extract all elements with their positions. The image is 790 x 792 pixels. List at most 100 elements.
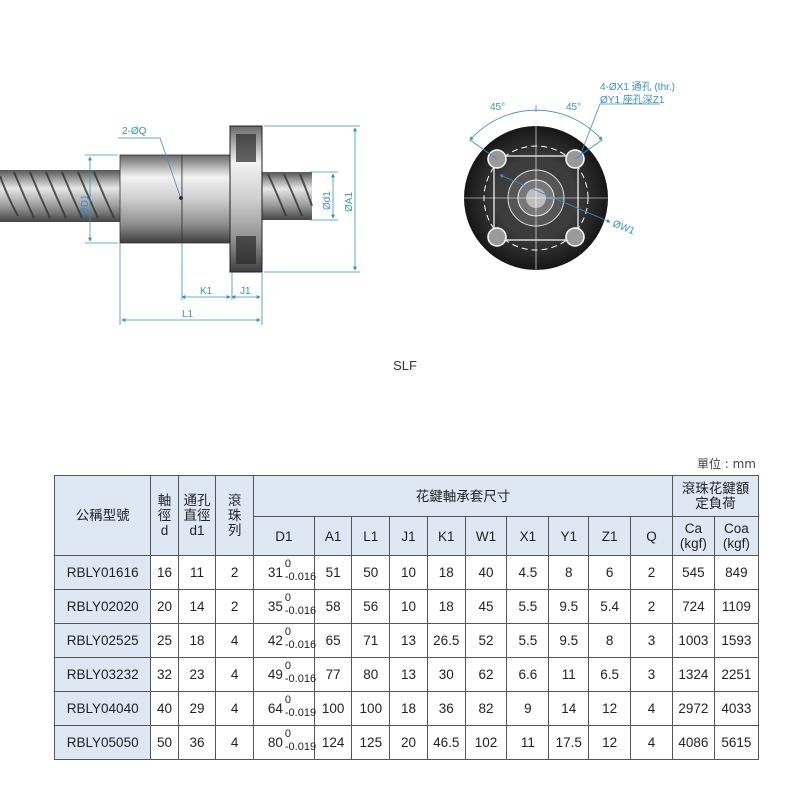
cell-J1: 20 (389, 725, 428, 760)
cell-d: 50 (150, 725, 179, 760)
label-k1: K1 (200, 286, 213, 297)
cell-Ca: 4086 (671, 725, 715, 760)
cell-Y1: 17.5 (548, 725, 590, 760)
tolerance-value: 35 0 -0.016 (268, 592, 316, 617)
cell-Y1: 9.5 (548, 589, 590, 624)
front-dimensions (469, 103, 660, 223)
cell-A1: 65 (313, 623, 353, 658)
cell-D1: 42 0 -0.016 (253, 623, 316, 658)
tolerance-upper: 0 (284, 728, 292, 740)
front-dimension-labels: 45° 45° 4-ØX1 通孔 (thr.) ØY1 座孔深Z1 ØW1 (490, 81, 675, 237)
cell-rows: 2 (215, 555, 255, 590)
cell-J1: 10 (389, 589, 428, 624)
cell-Z1: 6.5 (588, 657, 632, 692)
header-shaft-label: 軸徑 (157, 493, 172, 523)
spline-nut-body (119, 125, 263, 273)
header-shaft-symbol: d (160, 523, 169, 538)
header-col-y1: Y1 (548, 516, 590, 556)
cell-Ca: 1003 (671, 623, 715, 658)
header-through-symbol: d1 (189, 523, 205, 538)
cell-rows: 4 (215, 691, 255, 726)
cell-Coa: 849 (713, 555, 760, 590)
header-through-label: 通孔直徑 (183, 493, 211, 523)
cell-Q: 3 (630, 657, 673, 692)
tolerance-lower: -0.019 (284, 741, 317, 753)
tolerance-lower: -0.016 (284, 673, 317, 685)
header-nut-group: 花鍵軸承套尺寸 (253, 475, 673, 517)
label-angle-left: 45° (490, 102, 505, 113)
cell-W1: 40 (464, 555, 508, 590)
cell-Q: 4 (630, 691, 673, 726)
cell-Y1: 11 (548, 657, 590, 692)
cell-Coa: 1593 (713, 623, 760, 658)
label-l1: L1 (182, 309, 194, 320)
side-dimensions (85, 125, 360, 325)
cell-L1: 125 (351, 725, 391, 760)
label-od1-small: Ød1 (322, 191, 333, 210)
cell-rows: 4 (215, 657, 255, 692)
tolerance-value: 42 0 -0.016 (268, 626, 316, 651)
cell-Q: 3 (630, 623, 673, 658)
label-od1-big: ØD1 (80, 194, 91, 215)
cell-model: RBLY02525 (53, 623, 152, 658)
header-col-w1: W1 (464, 516, 508, 556)
cell-Y1: 14 (548, 691, 590, 726)
cell-d: 32 (150, 657, 179, 692)
cell-L1: 50 (351, 555, 391, 590)
tolerance-upper: 0 (284, 660, 292, 672)
cell-Z1: 12 (588, 691, 632, 726)
table-row: RBLY03232 32 23 4 49 0 -0.016 77 80 13 3… (53, 657, 760, 692)
tolerance-lower: -0.016 (284, 639, 317, 651)
cell-A1: 124 (313, 725, 353, 760)
header-ca-label: Ca (684, 521, 703, 536)
cell-L1: 56 (351, 589, 391, 624)
cell-d1: 18 (177, 623, 217, 658)
cell-Z1: 6 (588, 555, 632, 590)
cell-J1: 13 (389, 623, 428, 658)
cell-D1: 80 0 -0.019 (253, 725, 317, 760)
table-row: RBLY05050 50 36 4 80 0 -0.019 124 125 20… (53, 725, 760, 760)
unit-note: 單位 : mm (696, 457, 756, 471)
drawing-caption: SLF (393, 358, 417, 373)
header-model: 公稱型號 (53, 475, 152, 556)
cell-W1: 45 (464, 589, 508, 624)
label-w1: ØW1 (611, 219, 637, 238)
cell-d1: 36 (177, 725, 217, 760)
cell-Coa: 1109 (713, 589, 760, 624)
cell-X1: 4.5 (506, 555, 550, 590)
cell-X1: 11 (506, 725, 550, 760)
cell-L1: 80 (351, 657, 391, 692)
cell-Y1: 8 (548, 555, 590, 590)
cell-L1: 71 (351, 623, 391, 658)
label-j1: J1 (240, 286, 251, 297)
technical-drawing: 2-ØQ K1 J1 L1 ØD1 Ød1 ØA1 45° 45° 4-ØX1 … (0, 81, 675, 325)
table-row: RBLY01616 16 11 2 31 0 -0.016 51 50 10 1… (53, 555, 760, 590)
tolerance-lower: -0.016 (284, 605, 317, 617)
cell-Coa: 4033 (713, 691, 760, 726)
cell-W1: 52 (464, 623, 508, 658)
cell-X1: 6.6 (506, 657, 550, 692)
cell-D1: 35 0 -0.016 (253, 589, 316, 624)
tolerance-base: 80 (267, 735, 283, 750)
tolerance-value: 49 0 -0.016 (268, 660, 316, 685)
cell-K1: 46.5 (426, 725, 466, 760)
header-col-l1: L1 (351, 516, 391, 556)
cell-Q: 4 (630, 725, 673, 760)
table-row: RBLY02020 20 14 2 35 0 -0.016 58 56 10 1… (53, 589, 760, 624)
ball-screw-shaft (0, 170, 313, 222)
label-hole-x1: 4-ØX1 通孔 (thr.) (600, 81, 675, 93)
header-load-group: 滾珠花鍵額定負荷 (671, 475, 760, 517)
cell-K1: 30 (426, 657, 466, 692)
spec-table-body: RBLY01616 16 11 2 31 0 -0.016 51 50 10 1… (53, 555, 760, 760)
cell-d1: 29 (177, 691, 217, 726)
cell-D1: 31 0 -0.016 (253, 555, 316, 590)
cell-rows: 4 (215, 623, 255, 658)
cell-X1: 5.5 (506, 589, 550, 624)
table-row: RBLY04040 40 29 4 64 0 -0.019 100 100 18… (53, 691, 760, 726)
cell-Y1: 9.5 (548, 623, 590, 658)
cell-model: RBLY02020 (53, 589, 152, 624)
tolerance-value: 64 0 -0.019 (268, 694, 316, 719)
cell-d1: 11 (177, 555, 217, 590)
